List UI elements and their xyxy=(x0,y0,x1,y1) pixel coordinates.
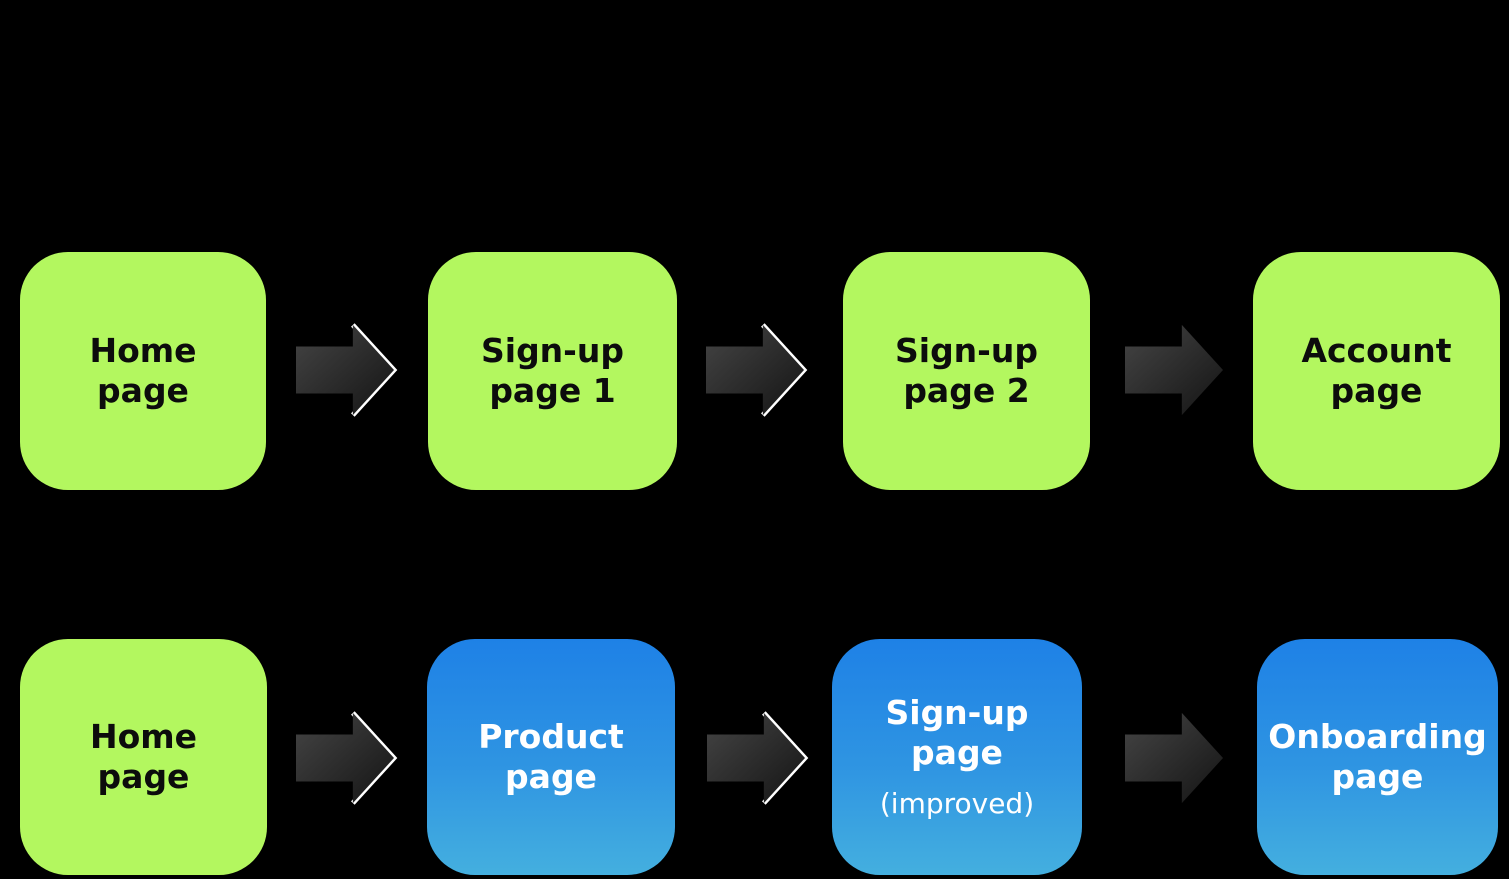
node-label: Sign-up xyxy=(480,331,624,370)
node-label: page xyxy=(911,733,1003,772)
node-label: Home xyxy=(89,717,198,756)
arrow-right-icon xyxy=(1125,324,1223,416)
node-label: page xyxy=(1330,371,1423,410)
node-product-page: Product page xyxy=(427,639,675,875)
node-label: Account xyxy=(1301,331,1452,370)
node-label: page xyxy=(505,757,597,796)
node-label: Sign-up xyxy=(894,331,1038,370)
node-signup-page-improved: Sign-up page (improved) xyxy=(832,639,1082,875)
node-sublabel: (improved) xyxy=(879,787,1035,820)
arrow-right-icon xyxy=(706,323,808,417)
node-label: page 2 xyxy=(903,371,1030,410)
node-label: page xyxy=(1331,757,1424,796)
node-signup-page-1: Sign-up page 1 xyxy=(428,252,677,490)
node-label: page xyxy=(97,757,190,796)
node-home-page-original: Home page xyxy=(20,252,266,490)
node-label: page 1 xyxy=(489,371,616,410)
node-label: Product xyxy=(478,717,624,756)
arrow-right-icon xyxy=(296,711,398,805)
node-onboarding-page: Onboarding page xyxy=(1257,639,1498,875)
node-signup-page-2: Sign-up page 2 xyxy=(843,252,1090,490)
arrow-right-icon xyxy=(707,711,809,805)
arrow-right-icon xyxy=(1125,712,1223,804)
node-label: Sign-up xyxy=(885,693,1029,732)
node-label: page xyxy=(97,371,189,410)
node-home-page-improved: Home page xyxy=(20,639,267,875)
arrow-right-icon xyxy=(296,323,398,417)
node-label: Onboarding xyxy=(1268,717,1487,756)
node-label: Home xyxy=(89,331,197,370)
node-account-page: Account page xyxy=(1253,252,1500,490)
